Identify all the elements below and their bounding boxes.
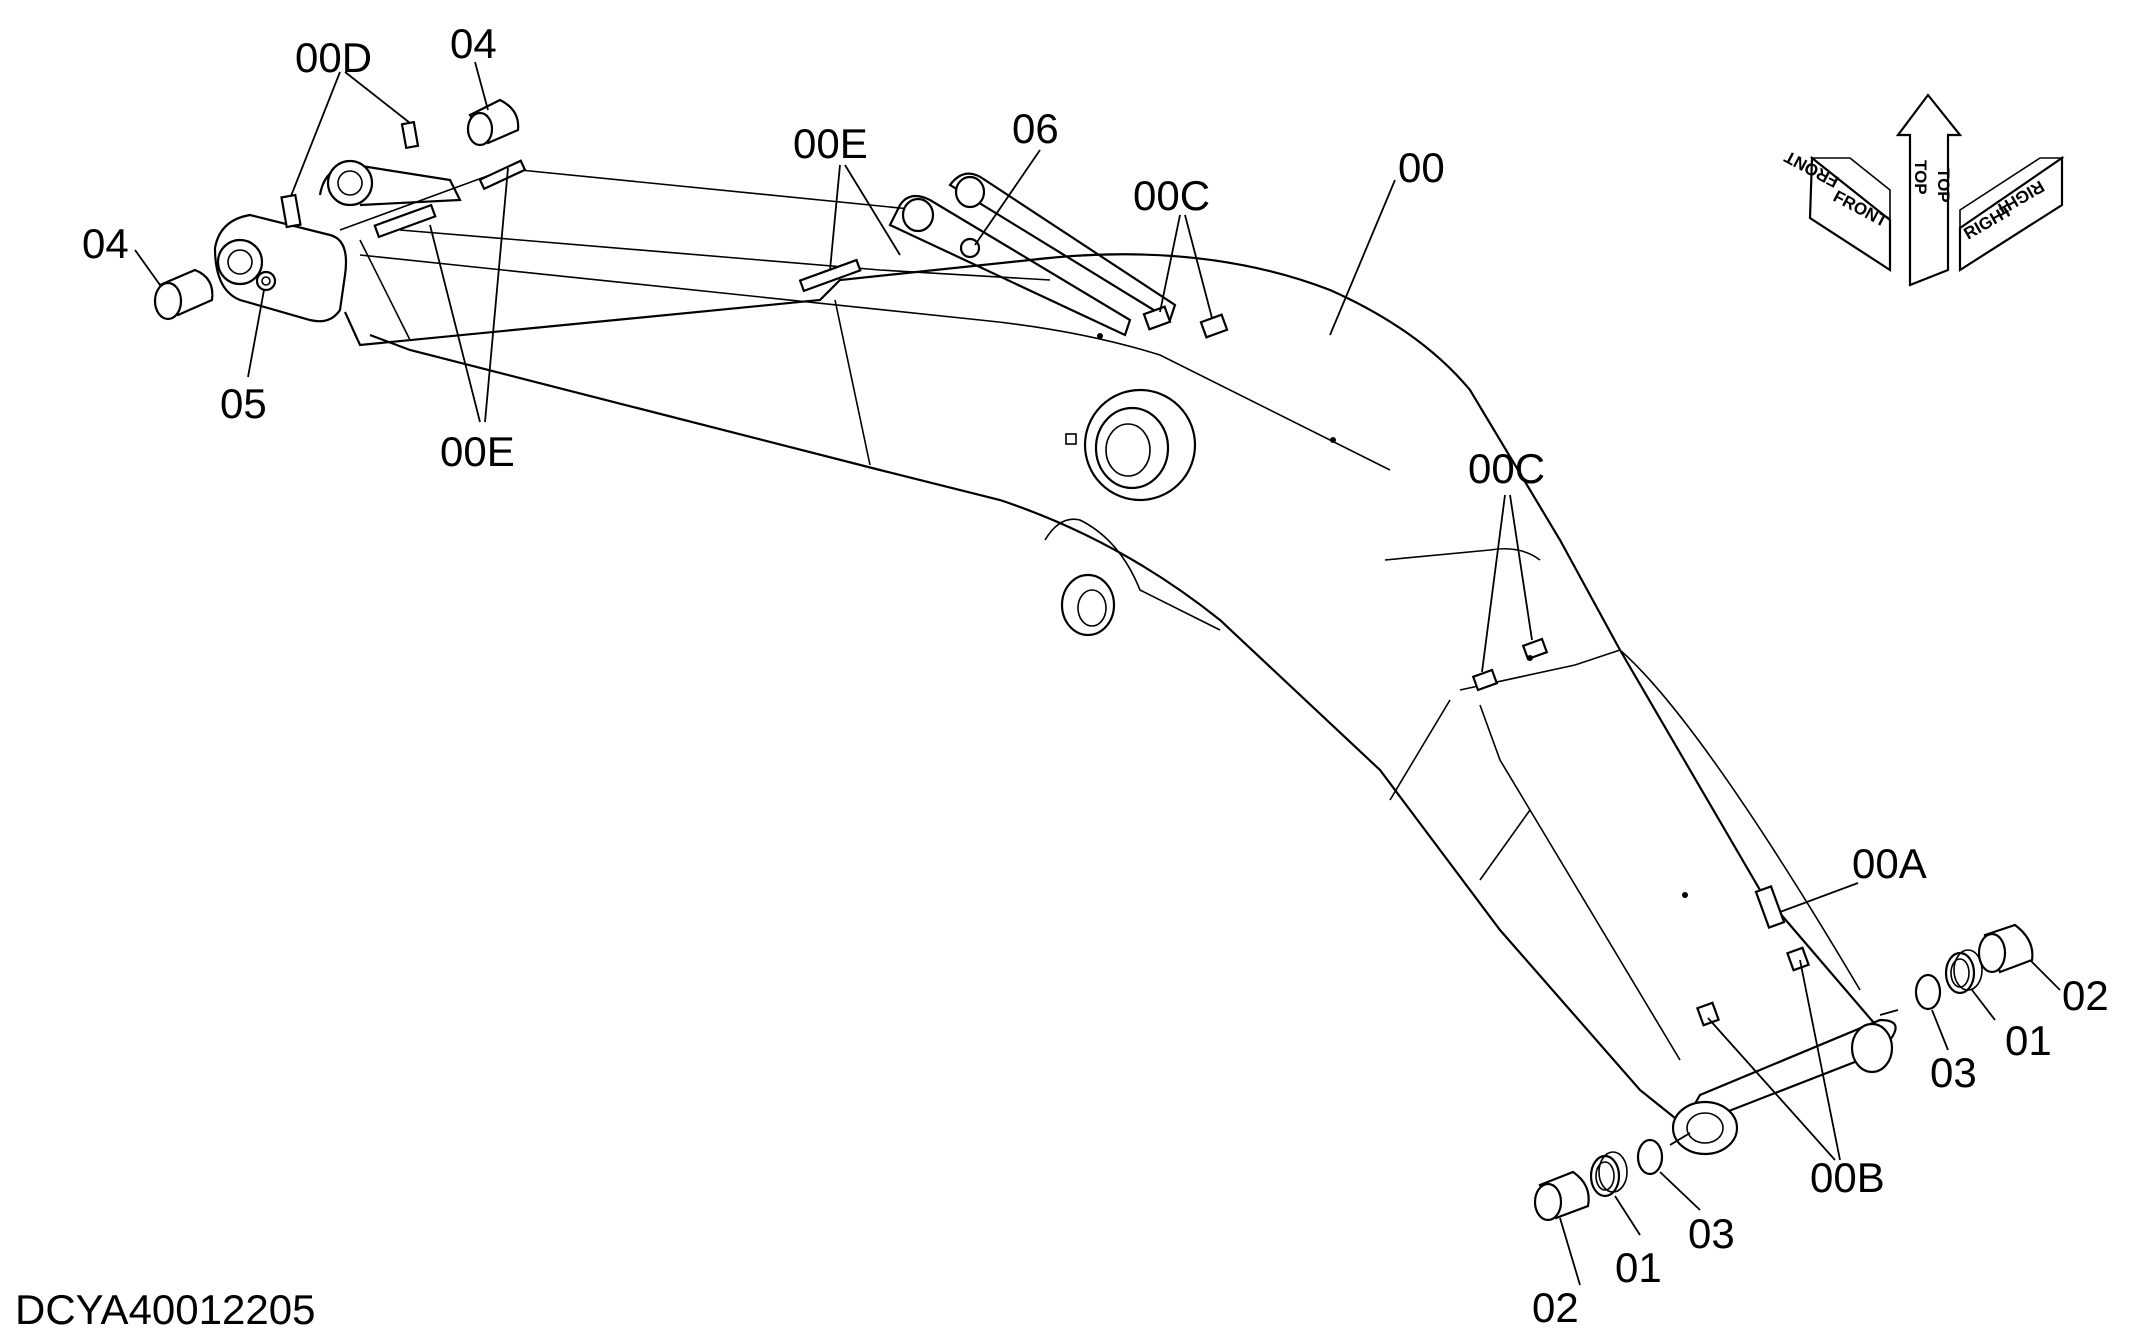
orientation-indicator: TOP TOP FRONT FRONT RIGHT RIGHT <box>1781 93 2065 287</box>
label-00C-top: 00C <box>1133 172 1210 219</box>
orientation-top-label-2: TOP <box>1911 160 1930 195</box>
label-02-right: 02 <box>2062 972 2109 1019</box>
grease-fitting-05 <box>255 270 277 292</box>
label-01-bottom: 01 <box>1615 1244 1662 1291</box>
label-00A: 00A <box>1852 840 1927 887</box>
bushing-02-right <box>1977 923 2034 974</box>
label-00E-top: 00E <box>793 120 868 167</box>
label-06: 06 <box>1012 105 1059 152</box>
label-03-bottom: 03 <box>1688 1210 1735 1257</box>
label-02-bottom: 02 <box>1532 1284 1579 1331</box>
boom-structure <box>213 159 1897 1156</box>
drawing-id: DCYA40012205 <box>15 1286 315 1333</box>
label-03-right: 03 <box>1930 1049 1977 1096</box>
seal-01-bottom <box>1589 1151 1628 1198</box>
label-00E-bottom: 00E <box>440 428 515 475</box>
label-05: 05 <box>220 380 267 427</box>
label-00B: 00B <box>1810 1154 1885 1201</box>
oring-03-bottom <box>1636 1138 1664 1176</box>
label-01-right: 01 <box>2005 1017 2052 1064</box>
oring-03-right <box>1914 973 1942 1011</box>
bushing-04-left <box>153 268 214 321</box>
label-00D: 00D <box>295 34 372 81</box>
orientation-top-label: TOP <box>1934 168 1953 203</box>
label-00C-mid: 00C <box>1468 445 1545 492</box>
loose-parts <box>153 98 2034 1222</box>
label-04-top: 04 <box>450 20 497 67</box>
label-04-left: 04 <box>82 220 129 267</box>
bushing-02-bottom <box>1533 1170 1590 1222</box>
label-00: 00 <box>1398 144 1445 191</box>
bushing-04-top <box>466 98 520 147</box>
seal-01-right <box>1944 949 1983 995</box>
part-labels: 00D 04 04 05 00E 00E 06 00C 00 00C 00A 0… <box>82 20 2109 1331</box>
leader-lines <box>134 61 2061 1286</box>
